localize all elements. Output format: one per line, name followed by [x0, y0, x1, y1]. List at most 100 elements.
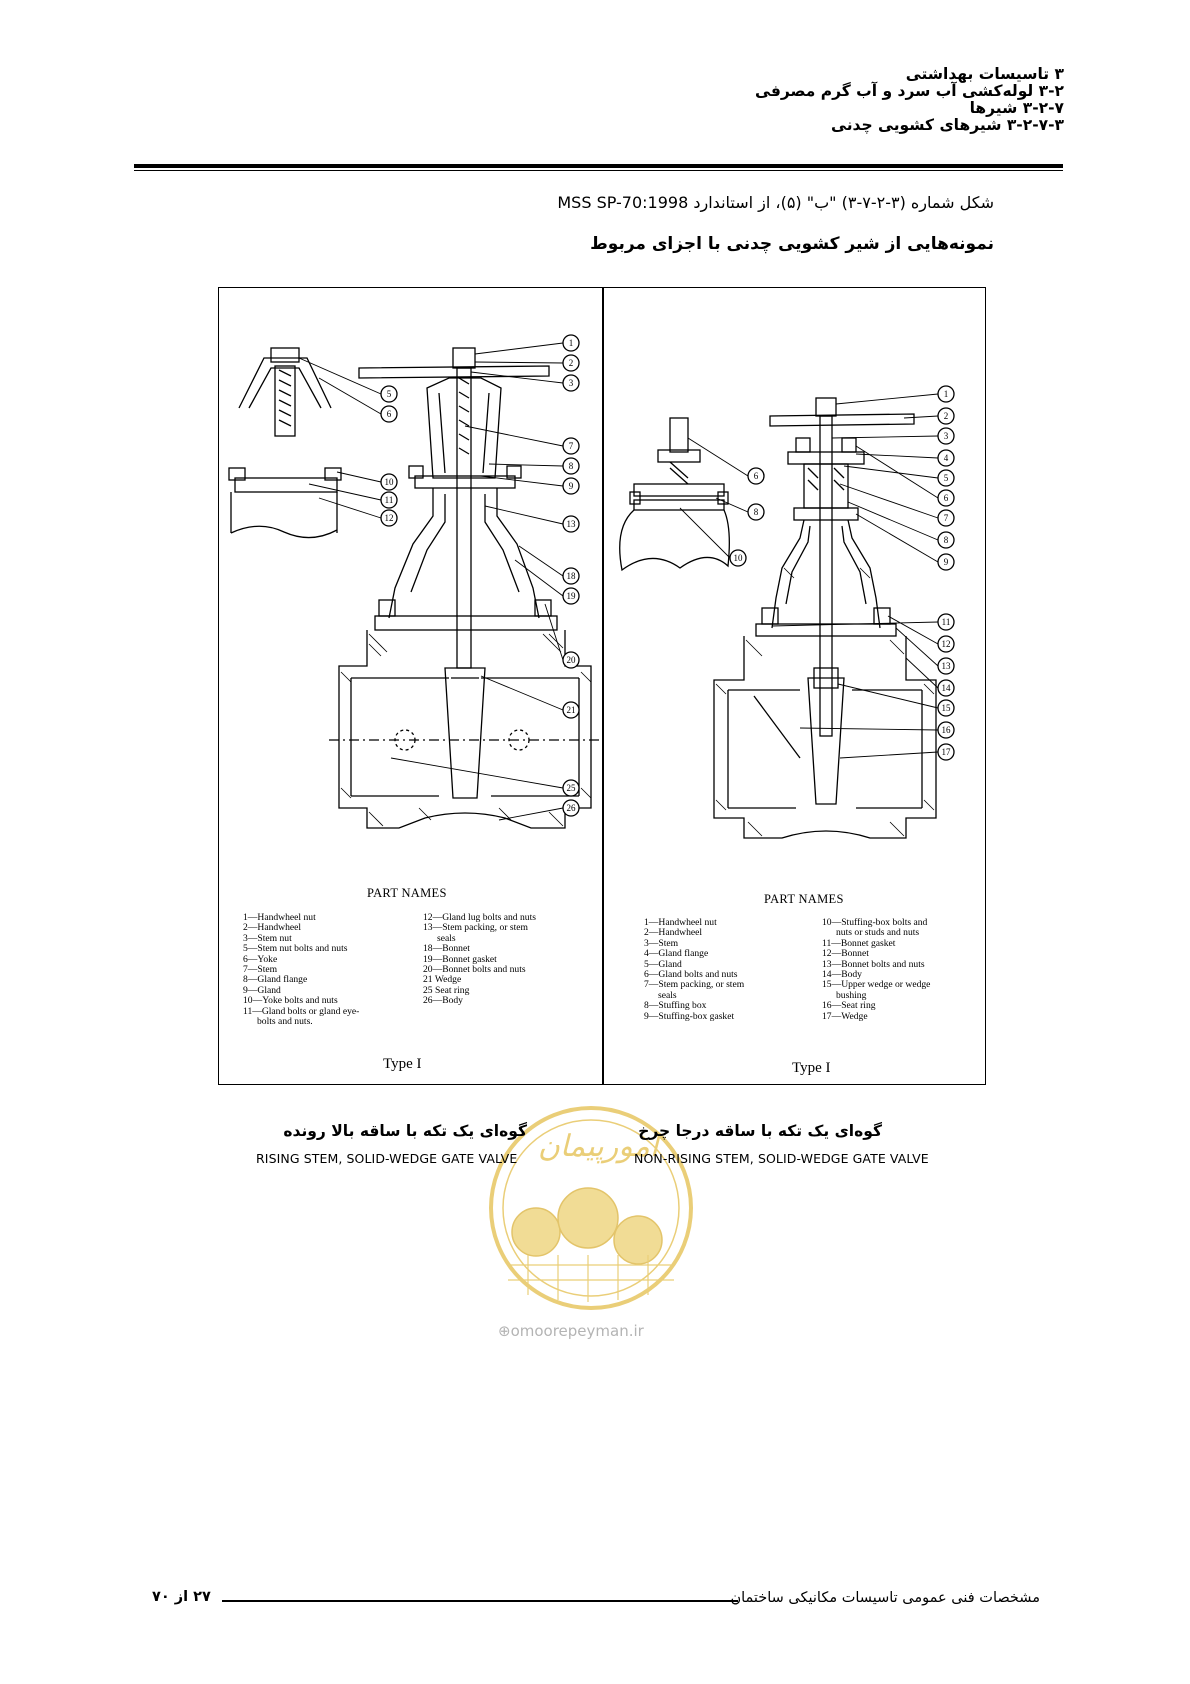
svg-text:3: 3: [944, 431, 949, 441]
callout-6: 6: [937, 489, 955, 507]
right-parts-list-2: 10—Stuffing-box bolts and nuts or studs …: [822, 917, 931, 1022]
callout-3: 3: [937, 427, 955, 445]
rising-stem-panel: 1 2 3 5 6 7 8 9 10 11 12 13 18 19 20 21 …: [219, 288, 602, 1084]
callout-12: 12: [380, 509, 398, 527]
svg-text:8: 8: [569, 461, 574, 471]
callout-8: 8: [937, 531, 955, 549]
rising-stem-valve-drawing: [228, 342, 602, 829]
callout-11: 11: [380, 491, 398, 509]
svg-text:20: 20: [567, 655, 577, 665]
callout-10: 10: [380, 473, 398, 491]
svg-text:8: 8: [754, 507, 759, 517]
watermark-url: ⊕omoorepeyman.ir: [498, 1322, 644, 1340]
svg-text:16: 16: [942, 725, 952, 735]
footer-rule: [222, 1600, 738, 1602]
left-subcaption-fa: گوه‌ای یک تکه با ساقه بالا رونده: [283, 1122, 527, 1140]
left-parts-title: PART NAMES: [367, 886, 447, 900]
svg-text:21: 21: [567, 705, 576, 715]
non-rising-stem-callouts: 1 2 3 4 5 6 7 8 9 11 12 13 14 15 16 17 6…: [729, 385, 955, 761]
callout-8: 8: [562, 457, 580, 475]
callout-2: 2: [937, 407, 955, 425]
callout-1: 1: [562, 334, 580, 352]
svg-text:6: 6: [944, 493, 949, 503]
callout-15: 15: [937, 699, 955, 717]
callout-5: 5: [380, 385, 398, 403]
header-subsection: ۳-۲-۷ شیرها: [969, 99, 1064, 117]
rising-stem-callouts: 1 2 3 5 6 7 8 9 10 11 12 13 18 19 20 21 …: [380, 334, 580, 817]
callout-7: 7: [562, 437, 580, 455]
callout-18: 18: [562, 567, 580, 585]
svg-text:13: 13: [942, 661, 952, 671]
header-topic: ۳-۲-۷-۳ شیرهای کشویی چدنی: [831, 116, 1064, 134]
svg-text:6: 6: [387, 409, 392, 419]
svg-text:7: 7: [569, 441, 574, 451]
svg-text:2: 2: [569, 358, 574, 368]
valve-figure: 1 2 3 5 6 7 8 9 10 11 12 13 18 19 20 21 …: [218, 287, 986, 1085]
svg-text:12: 12: [385, 513, 394, 523]
left-subcaption-en: RISING STEM, SOLID-WEDGE GATE VALVE: [256, 1151, 518, 1166]
svg-text:18: 18: [567, 571, 577, 581]
svg-text:1: 1: [569, 338, 574, 348]
svg-text:26: 26: [567, 803, 577, 813]
svg-text:11: 11: [942, 617, 951, 627]
callout-16: 16: [937, 721, 955, 739]
callout-4: 4: [937, 449, 955, 467]
non-rising-stem-valve-drawing: [619, 393, 939, 839]
svg-text:11: 11: [385, 495, 394, 505]
callout-12: 12: [937, 635, 955, 653]
callout-6: 6: [380, 405, 398, 423]
right-subcaption-fa: گوه‌ای یک تکه با ساقه درجا چرخ: [638, 1122, 882, 1140]
svg-text:6: 6: [754, 471, 759, 481]
callout-25: 25: [562, 779, 580, 797]
svg-text:9: 9: [944, 557, 949, 567]
svg-text:10: 10: [385, 477, 395, 487]
header-rule-thick: [134, 164, 1063, 168]
callout-20: 20: [562, 651, 580, 669]
svg-text:5: 5: [944, 473, 949, 483]
header-rule-thin: [134, 170, 1063, 171]
svg-text:1: 1: [944, 389, 949, 399]
right-subcaption-en: NON-RISING STEM, SOLID-WEDGE GATE VALVE: [634, 1151, 929, 1166]
right-type-label: Type I: [792, 1060, 831, 1076]
globe-icon: ⊕: [498, 1322, 511, 1340]
header-chapter: ۳ تاسیسات بهداشتی: [905, 65, 1064, 83]
inset-callout-10: 10: [729, 549, 747, 567]
callout-11: 11: [937, 613, 955, 631]
right-parts-list-1: 1—Handwheel nut 2—Handwheel 3—Stem 4—Gla…: [644, 917, 745, 1022]
inset-callout-8: 8: [747, 503, 765, 521]
callout-9: 9: [937, 553, 955, 571]
callout-9: 9: [562, 477, 580, 495]
figure-divider: [602, 288, 604, 1084]
svg-text:3: 3: [569, 378, 574, 388]
watermark-seal: امورپیمان: [489, 1106, 693, 1310]
callout-19: 19: [562, 587, 580, 605]
svg-text:13: 13: [567, 519, 577, 529]
svg-text:امورپیمان: امورپیمان: [538, 1129, 662, 1164]
callout-14: 14: [937, 679, 955, 697]
svg-text:9: 9: [569, 481, 574, 491]
svg-text:19: 19: [567, 591, 577, 601]
svg-text:15: 15: [942, 703, 952, 713]
left-parts-list-1: 1—Handwheel nut 2—Handwheel 3—Stem nut 5…: [243, 912, 360, 1028]
svg-text:5: 5: [387, 389, 392, 399]
figure-caption: شکل شماره (۳-۲-۷-۳) "ب" (۵)، از استاندار…: [557, 193, 994, 212]
callout-5: 5: [937, 469, 955, 487]
non-rising-stem-panel: 1 2 3 4 5 6 7 8 9 11 12 13 14 15 16 17 6…: [604, 288, 985, 1084]
svg-text:8: 8: [944, 535, 949, 545]
callout-2: 2: [562, 354, 580, 372]
header-section: ۳-۲ لوله‌کشی آب سرد و آب گرم مصرفی: [755, 82, 1064, 100]
inset-callout-6: 6: [747, 467, 765, 485]
svg-text:2: 2: [944, 411, 949, 421]
left-type-label: Type I: [383, 1056, 422, 1072]
document-header: ۳ تاسیسات بهداشتی ۳-۲ لوله‌کشی آب سرد و …: [364, 66, 1064, 134]
callout-1: 1: [937, 385, 955, 403]
right-parts-title: PART NAMES: [764, 892, 844, 906]
callout-13: 13: [562, 515, 580, 533]
callout-13: 13: [937, 657, 955, 675]
callout-21: 21: [562, 701, 580, 719]
page-number: ۲۷ از ۷۰: [152, 1589, 211, 1605]
footer-title: مشخصات فنی عمومی تاسیسات مکانیکی ساختمان: [730, 1590, 1040, 1606]
callout-26: 26: [562, 799, 580, 817]
callout-3: 3: [562, 374, 580, 392]
left-parts-list-2: 12—Gland lug bolts and nuts 13—Stem pack…: [423, 912, 536, 1007]
